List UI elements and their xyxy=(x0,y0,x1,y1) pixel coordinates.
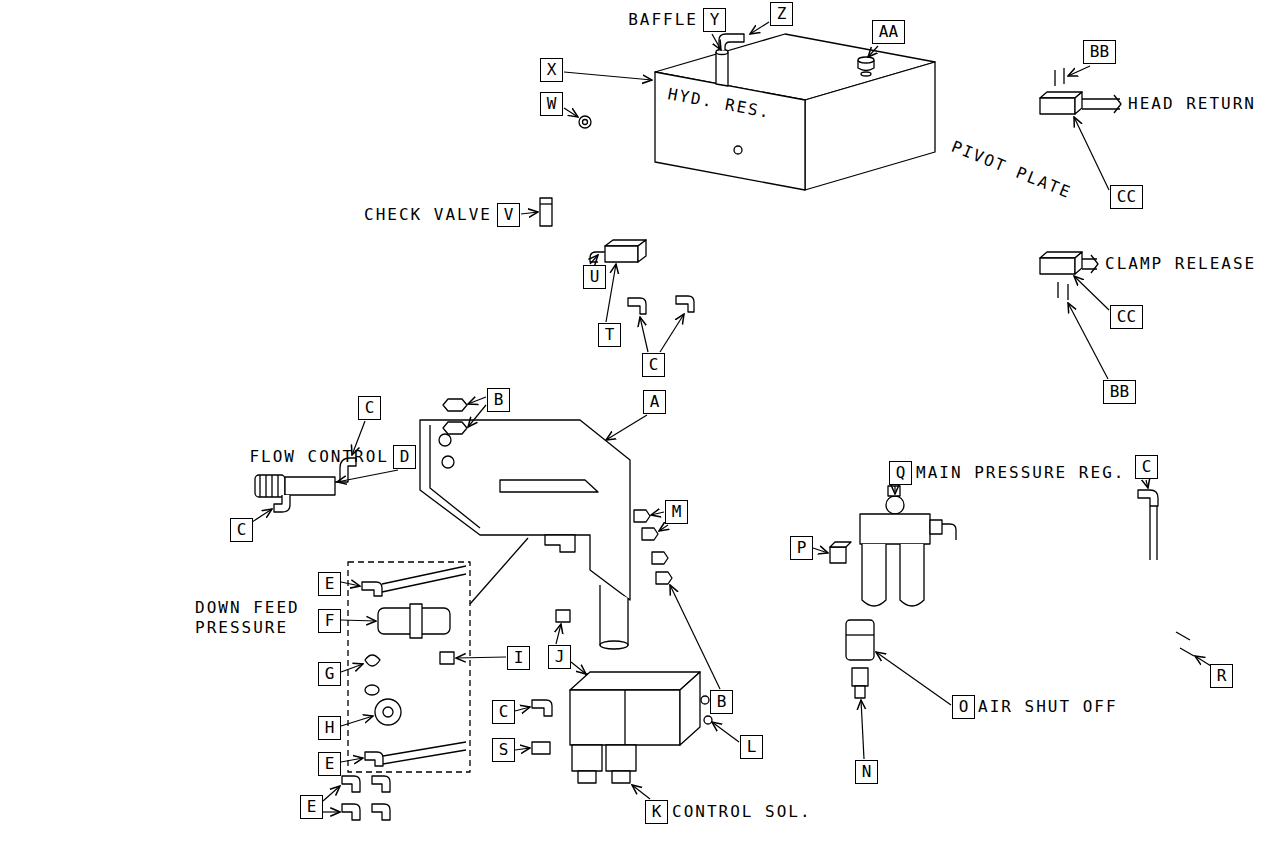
callout-letter: T xyxy=(605,325,615,344)
part-label: MAIN PRESSURE REG. xyxy=(916,463,1125,483)
callout-letter: C xyxy=(499,702,509,721)
callout-box: Y xyxy=(703,8,726,32)
callout-letter: C xyxy=(365,398,375,417)
part-label: AIR SHUT OFF xyxy=(978,697,1118,717)
callout-box: I xyxy=(507,646,530,670)
callout-letter: O xyxy=(959,697,969,716)
callout-box: J xyxy=(548,645,571,669)
callout-letter: B xyxy=(717,692,727,711)
part-label: CONTROL SOL. xyxy=(672,802,812,822)
callout-letter: D xyxy=(400,447,410,466)
callout-letter: W xyxy=(547,94,557,113)
callout-letter: R xyxy=(1217,666,1227,685)
callout-box: F xyxy=(318,609,341,633)
callout-box: E xyxy=(318,752,341,776)
callout-letter: Y xyxy=(710,10,720,29)
callout-box: R xyxy=(1210,664,1233,688)
callout-box: O xyxy=(952,695,975,719)
callout-box: U xyxy=(583,265,606,289)
part-label: HEAD RETURN xyxy=(1128,94,1256,114)
callout-box: E xyxy=(318,572,341,596)
callout-letter: C xyxy=(237,520,247,539)
callout-letter: A xyxy=(650,392,660,411)
part-label: DOWN FEED PRESSURE xyxy=(195,598,317,638)
callout-box: T xyxy=(598,323,621,347)
callout-letter: C xyxy=(1142,457,1152,476)
callout-letter: H xyxy=(325,718,335,737)
callout-box: H xyxy=(318,716,341,740)
callout-letter: B xyxy=(494,390,504,409)
callout-letter: F xyxy=(325,611,335,630)
callout-box: B xyxy=(487,388,510,412)
callout-letter: E xyxy=(325,574,335,593)
callout-box: BB xyxy=(1083,40,1116,64)
callout-letter: V xyxy=(504,205,514,224)
callout-box: E xyxy=(300,795,323,819)
callout-letter: X xyxy=(547,60,557,79)
callout-letter: E xyxy=(325,754,335,773)
part-label: FLOW CONTROL xyxy=(249,447,389,467)
callout-box: C xyxy=(1135,455,1158,479)
callout-box: C xyxy=(230,518,253,542)
callout-letter: AA xyxy=(879,22,898,41)
callout-box: Q xyxy=(889,461,912,485)
callout-letter: I xyxy=(514,648,524,667)
part-label: PIVOT PLATE xyxy=(948,137,1074,203)
callout-box: P xyxy=(790,536,813,560)
callout-box: N xyxy=(855,760,878,784)
callout-box: W xyxy=(540,92,563,116)
callout-letter: S xyxy=(499,740,509,759)
callout-letter: N xyxy=(862,762,872,781)
callout-box: G xyxy=(318,662,341,686)
callout-box: C xyxy=(642,353,665,377)
callout-letter: K xyxy=(652,802,662,821)
callout-box: Z xyxy=(770,2,793,26)
callout-box: B xyxy=(710,690,733,714)
callout-letter: M xyxy=(672,502,682,521)
callout-letter: J xyxy=(555,647,565,666)
callout-letter: E xyxy=(307,797,317,816)
callout-box: A xyxy=(643,390,666,414)
callout-box: X xyxy=(540,58,563,82)
part-label: CLAMP RELEASE xyxy=(1105,254,1256,274)
callout-letter: P xyxy=(797,538,807,557)
callout-box: CC xyxy=(1110,305,1143,329)
callout-letter: CC xyxy=(1117,187,1136,206)
callout-letter: BB xyxy=(1090,42,1109,61)
callout-letter: L xyxy=(747,737,757,756)
callout-letter: Z xyxy=(777,4,787,23)
callout-box: BB xyxy=(1103,380,1136,404)
callout-letter: Q xyxy=(896,463,906,482)
callout-box: L xyxy=(740,735,763,759)
callout-box: C xyxy=(492,700,515,724)
callout-box: V xyxy=(497,203,520,227)
callout-box: C xyxy=(358,396,381,420)
callout-letter: C xyxy=(649,355,659,374)
callout-letter: U xyxy=(590,267,600,286)
callout-box: CC xyxy=(1110,185,1143,209)
callout-box: M xyxy=(665,500,688,524)
part-label: BAFFLE xyxy=(628,10,698,30)
callout-box: K xyxy=(645,800,668,824)
callout-box: AA xyxy=(872,20,905,44)
callout-box: S xyxy=(492,738,515,762)
callout-letter: CC xyxy=(1117,307,1136,326)
callout-letter: BB xyxy=(1110,382,1129,401)
part-label: CHECK VALVE xyxy=(364,205,492,225)
callout-letter: G xyxy=(325,664,335,683)
callout-box: D xyxy=(393,445,416,469)
